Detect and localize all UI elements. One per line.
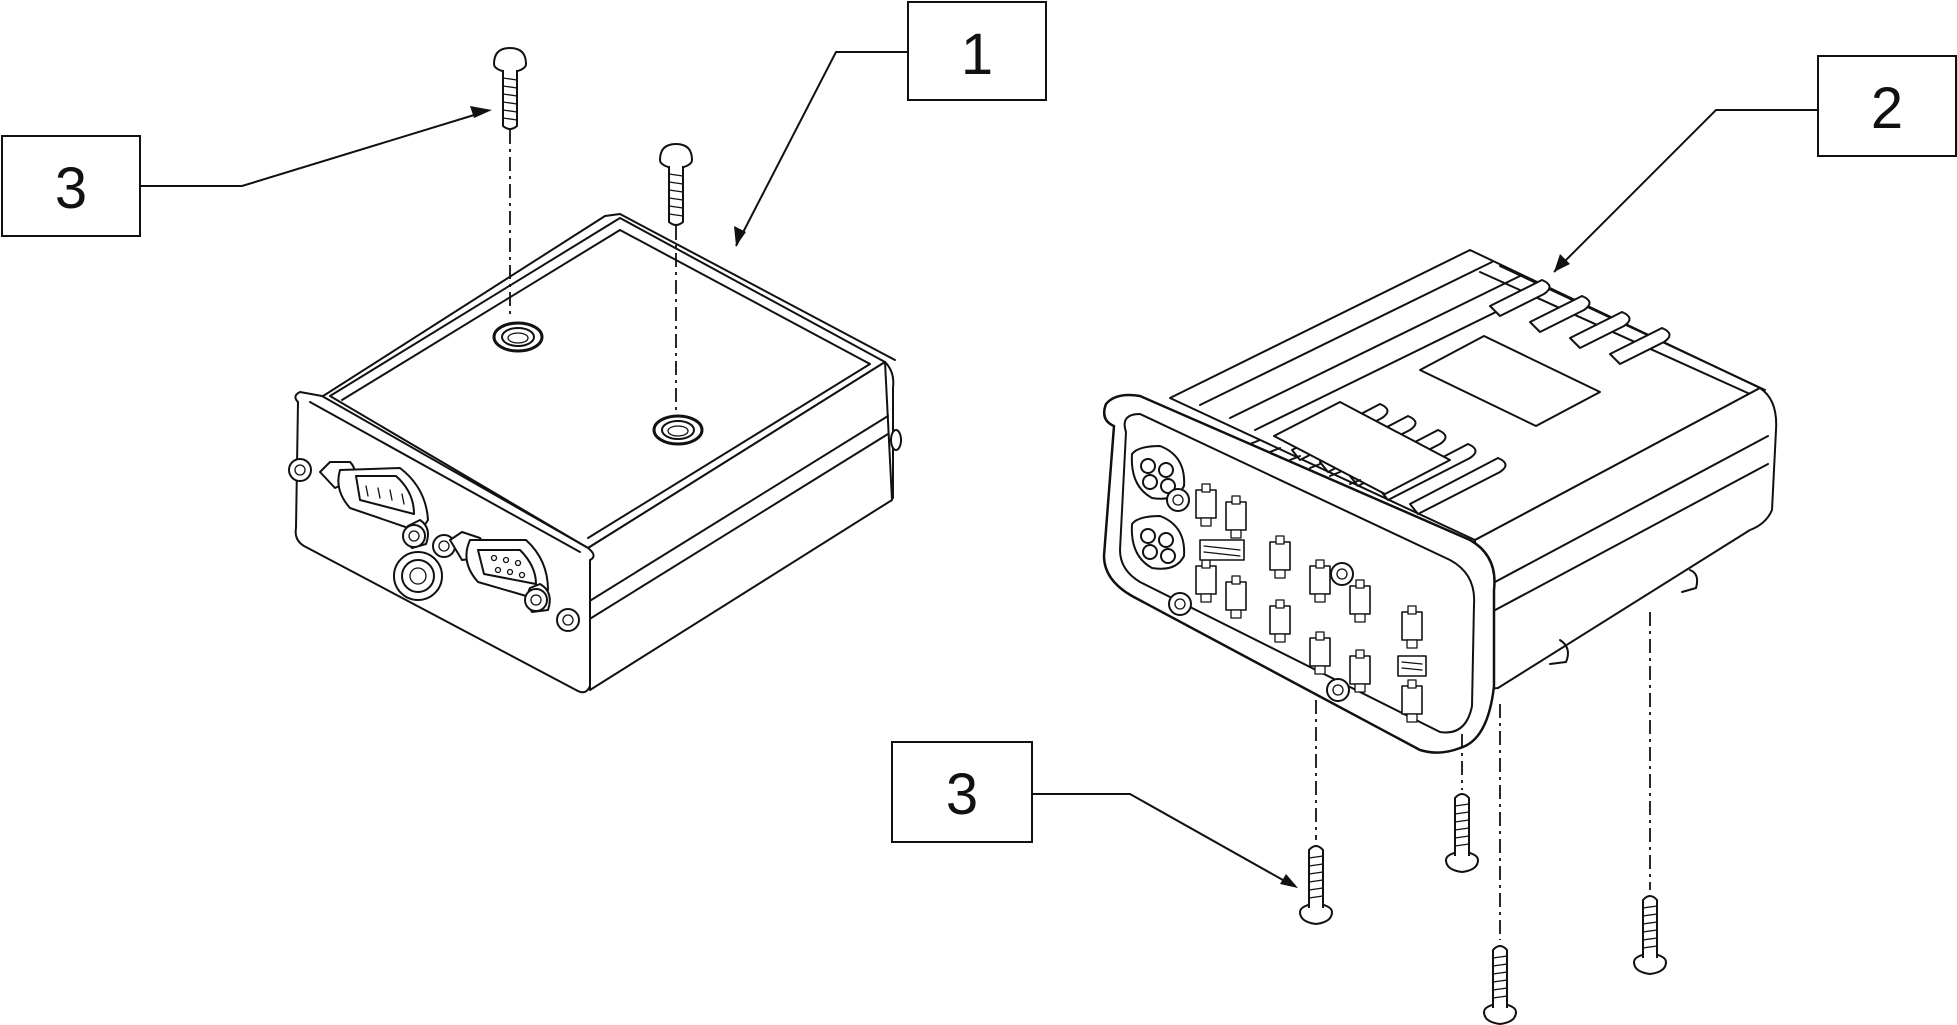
connector-icon — [393, 551, 443, 601]
callout-3-left-label: 3 — [55, 156, 87, 221]
callout-1: 1 — [734, 1, 1047, 247]
callout-3-right: 3 — [891, 741, 1298, 888]
connector-icon — [288, 458, 429, 549]
screw-icon — [659, 143, 693, 226]
callout-3-left: 3 — [1, 106, 492, 237]
screw-icon — [1445, 793, 1479, 873]
connector-icon — [1130, 515, 1186, 570]
screw-icon — [1483, 945, 1517, 1025]
grommet-icon — [652, 414, 704, 446]
connector-icon — [1130, 445, 1186, 500]
callout-2-label: 2 — [1871, 76, 1903, 141]
connector-icon — [1195, 483, 1427, 723]
callout-2: 2 — [1553, 55, 1957, 273]
grommet-icon — [492, 321, 544, 353]
control-box-module — [288, 213, 902, 694]
callout-1-label: 1 — [961, 22, 993, 87]
power-module — [1102, 249, 1778, 754]
screw-icon — [1299, 845, 1333, 925]
callout-3-right-label: 3 — [946, 762, 978, 827]
screw-icon — [493, 47, 527, 130]
screw-icon — [1633, 895, 1667, 975]
connector-icon — [432, 531, 551, 613]
